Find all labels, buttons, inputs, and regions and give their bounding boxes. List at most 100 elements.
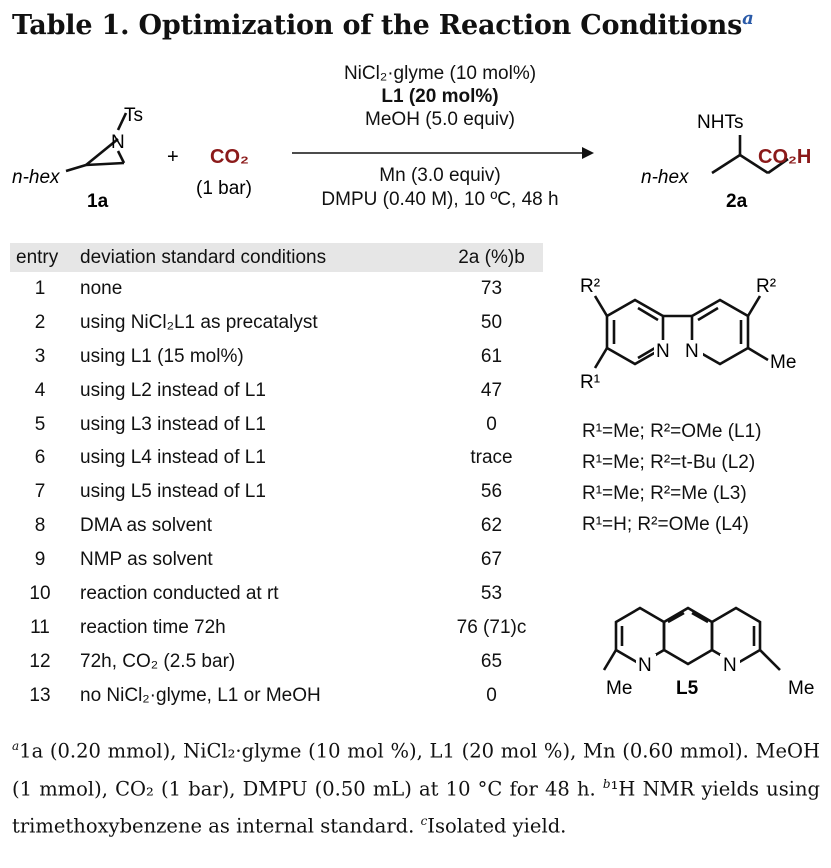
footnote-a-marker: a	[12, 739, 20, 753]
row-entry: 6	[34, 447, 46, 469]
row-deviation: using L5 instead of L1	[80, 481, 266, 503]
product-nhex: n-hex	[641, 167, 690, 188]
row-yield: 62	[480, 515, 503, 537]
product-co2h: CO₂H	[758, 146, 811, 168]
row-deviation: using L2 instead of L1	[80, 379, 266, 401]
plus-sign: +	[167, 146, 179, 168]
row-entry: 4	[34, 379, 46, 401]
row-yield: 73	[480, 277, 503, 299]
row-entry: 2	[34, 311, 46, 333]
footnote-b-marker: b	[602, 776, 611, 791]
aziridine-structure	[65, 112, 128, 173]
table-row: 7 using L5 instead of L1 56	[10, 475, 543, 509]
title-text: Table 1. Optimization of the Reaction Co…	[12, 10, 743, 41]
row-deviation: using L1 (15 mol%)	[80, 345, 244, 367]
table-row: 3 using L1 (15 mol%) 61	[10, 340, 543, 374]
ligand-l1-def: R¹=Me; R²=OMe (L1)	[582, 421, 762, 442]
bipyridine-ligand-drawing: N N R² R² R¹ Me	[580, 276, 796, 393]
phen-n-left: N	[638, 655, 652, 676]
footnote-c-text: Isolated yield.	[427, 814, 567, 838]
row-entry: 9	[34, 549, 46, 571]
bpy-me: Me	[770, 352, 796, 373]
optimization-table: entry deviation standard conditions 2a (…	[10, 243, 543, 713]
co2-reagent: CO₂	[210, 146, 249, 168]
label-1a: 1a	[87, 191, 109, 212]
row-deviation: using L4 instead of L1	[80, 447, 266, 469]
phen-n-right: N	[723, 655, 737, 676]
table-row: 12 72h, CO₂ (2.5 bar) 65	[10, 645, 543, 679]
row-entry: 10	[29, 582, 51, 604]
row-yield: trace	[470, 447, 513, 469]
table-row: 8 DMA as solvent 62	[10, 509, 543, 543]
product-structure	[711, 135, 789, 175]
row-yield: 0	[486, 413, 497, 435]
bpy-r2-right: R²	[756, 276, 776, 297]
table-row: 4 using L2 instead of L1 47	[10, 374, 543, 408]
phen-me-left: Me	[606, 678, 632, 699]
bpy-r2-left: R²	[580, 276, 600, 297]
condition-additive: MeOH (5.0 equiv)	[365, 109, 515, 130]
row-entry: 3	[34, 345, 46, 367]
bpy-r1: R¹	[580, 372, 600, 393]
row-yield: 47	[480, 379, 503, 401]
ligand-l4-def: R¹=H; R²=OMe (L4)	[582, 514, 749, 535]
row-entry: 1	[34, 277, 46, 299]
footnote-c-marker: c	[420, 814, 428, 828]
row-deviation: no NiCl₂·glyme, L1 or MeOH	[80, 684, 321, 706]
row-yield: 65	[480, 650, 503, 672]
footnote-a-text: 1a (0.20 mmol), NiCl₂·glyme (10 mol %), …	[12, 739, 820, 801]
bpy-n-right: N	[685, 341, 699, 362]
row-deviation: reaction time 72h	[80, 616, 226, 638]
row-entry: 8	[34, 515, 46, 537]
row-yield: 76 (71)c	[456, 616, 527, 638]
condition-ligand: L1 (20 mol%)	[381, 86, 499, 107]
footnote-b-text: ¹H NMR yields using trimethoxybenzene as…	[12, 777, 820, 838]
row-yield: 50	[480, 311, 503, 333]
title-footnote-marker: a	[742, 8, 754, 29]
aziridine-ts: Ts	[124, 105, 143, 126]
ligand-l3-def: R¹=Me; R²=Me (L3)	[582, 483, 747, 504]
row-deviation: reaction conducted at rt	[80, 582, 279, 604]
row-entry: 12	[29, 650, 51, 672]
header-entry: entry	[16, 246, 59, 268]
row-entry: 5	[34, 413, 46, 435]
table-row: 13 no NiCl₂·glyme, L1 or MeOH 0	[10, 679, 543, 713]
row-yield: 0	[486, 684, 497, 706]
table-row: 6 using L4 instead of L1 trace	[10, 441, 543, 475]
row-deviation: using NiCl₂L1 as precatalyst	[80, 311, 318, 333]
product-nhts: NHTs	[697, 112, 743, 133]
reaction-scheme: N Ts n-hex 1a + CO₂ (1 bar) n-hex NHTs C…	[0, 55, 831, 240]
row-yield: 56	[480, 481, 503, 503]
table-footnote: a1a (0.20 mmol), NiCl₂·glyme (10 mol %),…	[12, 730, 820, 843]
row-entry: 7	[34, 481, 46, 503]
header-deviation: deviation standard conditions	[80, 246, 327, 268]
table-title: Table 1. Optimization of the Reaction Co…	[12, 8, 754, 41]
label-l5: L5	[676, 678, 699, 699]
row-entry: 11	[30, 616, 50, 638]
table-row: 5 using L3 instead of L1 0	[10, 408, 543, 442]
label-2a: 2a	[726, 191, 748, 212]
table-row: 2 using NiCl₂L1 as precatalyst 50	[10, 306, 543, 340]
row-entry: 13	[29, 684, 51, 706]
row-deviation: DMA as solvent	[80, 515, 212, 537]
aziridine-n: N	[111, 132, 125, 153]
row-deviation: none	[80, 277, 123, 299]
table-row: 1 none 73	[10, 272, 543, 306]
scheme-drawing: N Ts n-hex 1a + CO₂ (1 bar) n-hex NHTs C…	[12, 105, 811, 212]
row-deviation: using L3 instead of L1	[80, 413, 266, 435]
table-row: 11 reaction time 72h 76 (71)c	[10, 611, 543, 645]
phenanthroline-ligand-drawing: N N Me Me L5	[602, 606, 814, 699]
row-deviation: NMP as solvent	[80, 549, 213, 571]
row-deviation: 72h, CO₂ (2.5 bar)	[80, 650, 236, 672]
condition-reductant: Mn (3.0 equiv)	[379, 165, 501, 186]
table-header: entry deviation standard conditions 2a (…	[10, 243, 543, 272]
arrow-head	[582, 147, 594, 159]
co2-pressure: (1 bar)	[196, 178, 252, 199]
row-yield: 61	[480, 345, 503, 367]
condition-solvent: DMPU (0.40 M), 10 ºC, 48 h	[321, 189, 559, 210]
bpy-n-left: N	[656, 341, 670, 362]
condition-catalyst: NiCl₂·glyme (10 mol%)	[343, 63, 537, 84]
